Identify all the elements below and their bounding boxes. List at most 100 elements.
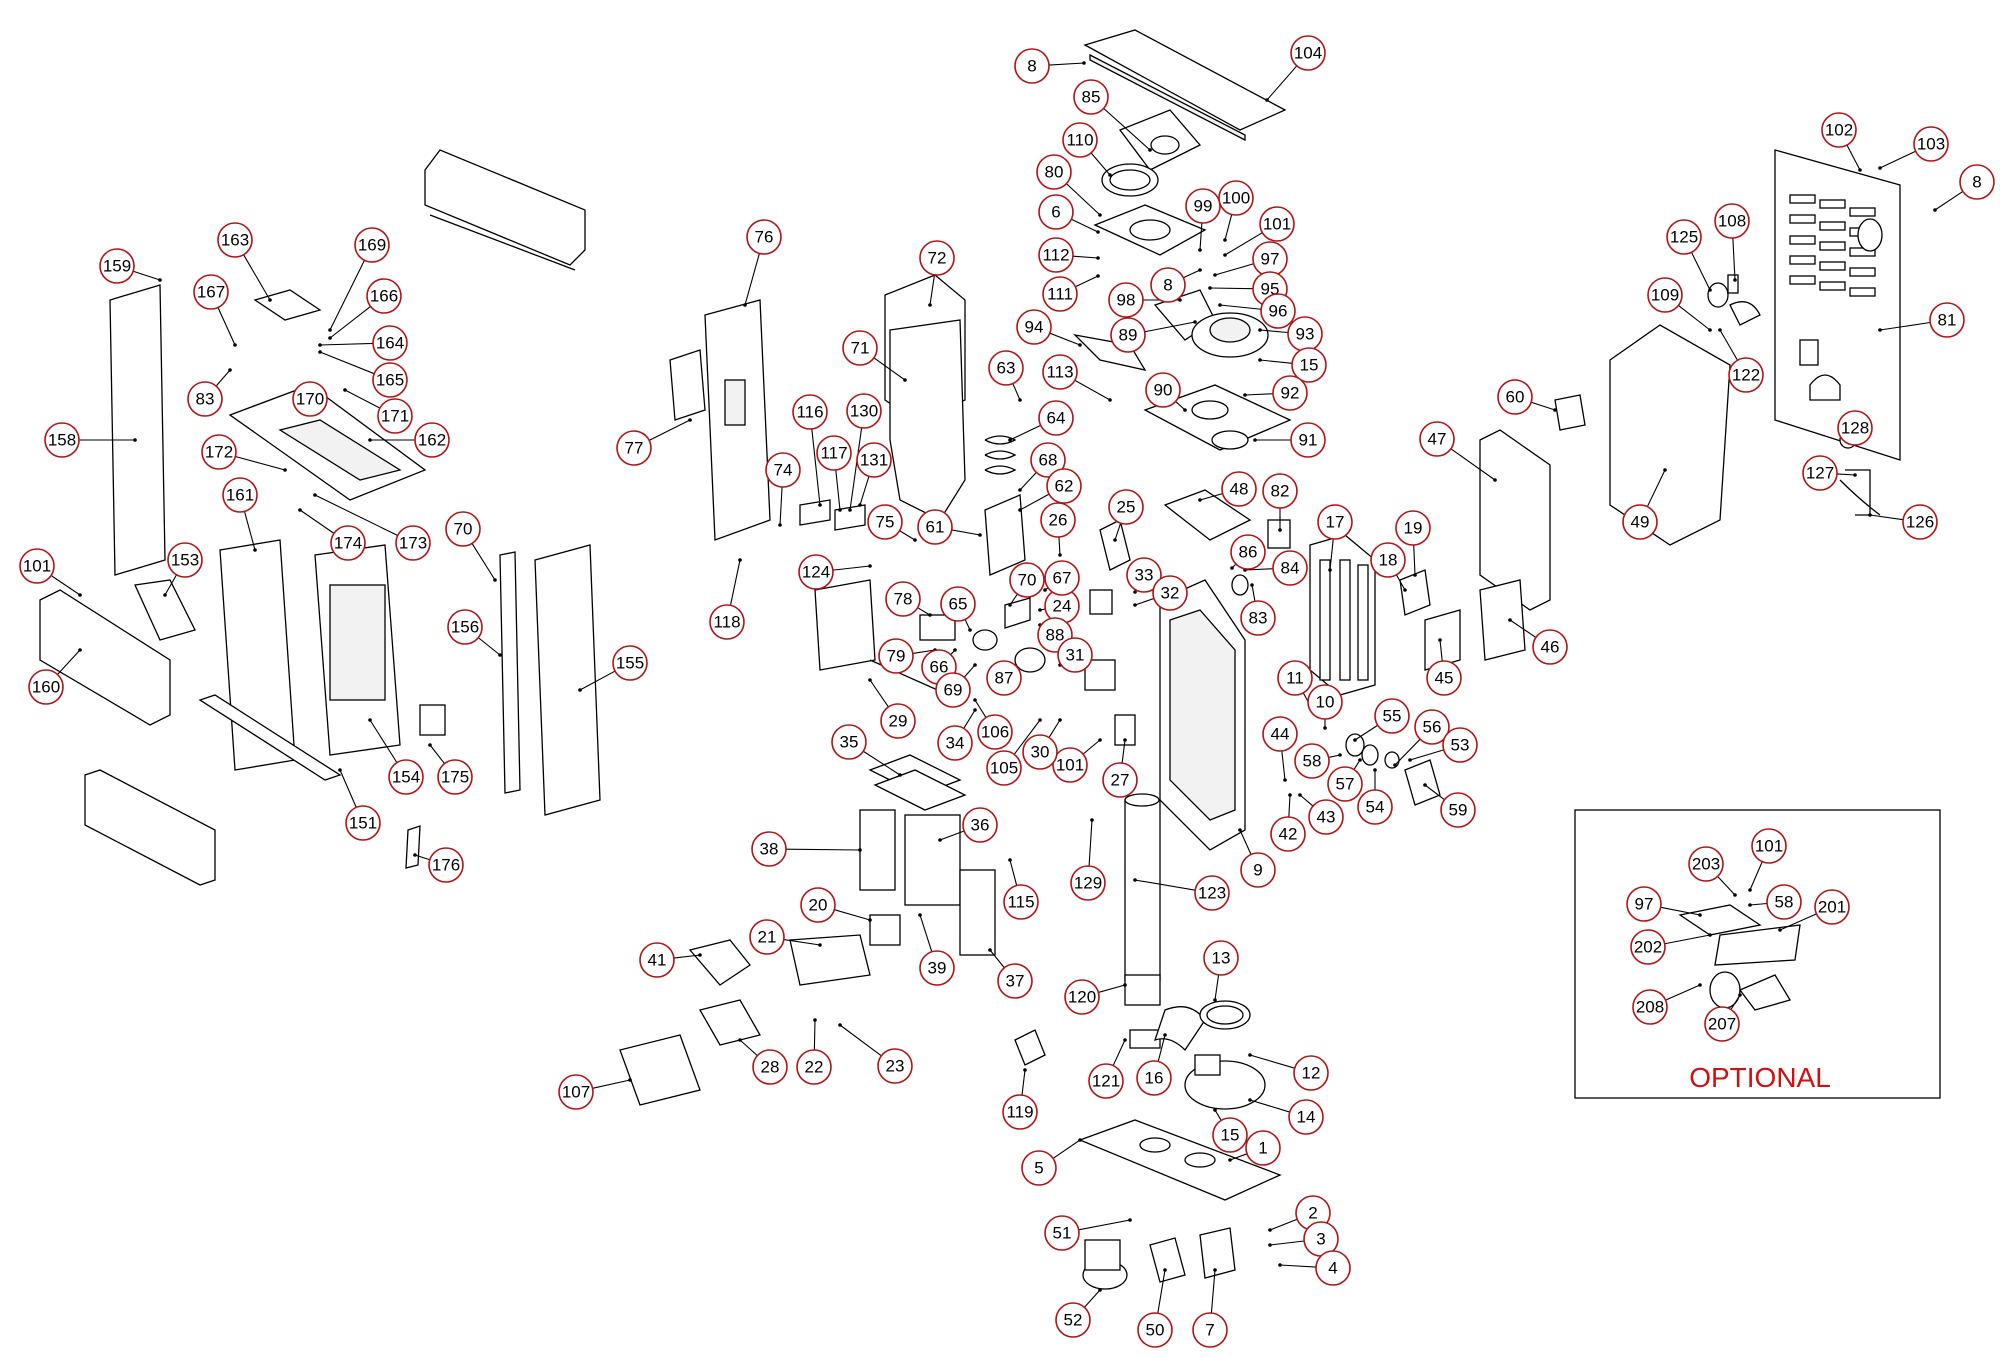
leader-line-53 (1409, 749, 1444, 761)
callout-circle (1440, 792, 1476, 828)
leader-dot-99 (1198, 248, 1202, 252)
callout-number: 55 (1383, 707, 1402, 726)
callout-circle (428, 847, 464, 883)
callout-number: 15 (1300, 356, 1319, 375)
leader-line-105 (1013, 719, 1041, 755)
leader-dot-52 (1098, 1288, 1102, 1292)
callout-circle (1057, 637, 1093, 673)
callout-number: 9 (1253, 861, 1262, 880)
callout-69: 69 (935, 672, 971, 708)
leader-line-119 (1021, 1069, 1026, 1096)
leader-line-38 (785, 848, 861, 851)
leader-line-41 (673, 954, 701, 959)
callout-circle (1003, 884, 1039, 920)
leader-dot-122 (1718, 328, 1722, 332)
leader-dot-57 (1358, 758, 1362, 762)
callout-number: 126 (1906, 513, 1934, 532)
leader-dot-56 (1393, 763, 1397, 767)
callout-circle (1374, 698, 1410, 734)
leader-dot-95 (1208, 286, 1212, 290)
callout-86: 86 (1230, 534, 1266, 570)
callout-circle (997, 963, 1033, 999)
callout-circle (1002, 1094, 1038, 1130)
callout-circle (1802, 455, 1838, 491)
leader-dot-15 (1258, 358, 1262, 362)
callout-circle (366, 278, 402, 314)
leader-line-176 (414, 854, 430, 861)
leader-line-68 (1019, 472, 1037, 491)
callout-number: 151 (349, 814, 377, 833)
leader-dot-39 (918, 913, 922, 917)
leader-dot-103 (1878, 166, 1882, 170)
callout-24: 24 (1044, 588, 1080, 624)
callout-number: 10 (1316, 693, 1335, 712)
callout-circle (1212, 1117, 1248, 1153)
callout-10: 10 (1307, 684, 1343, 720)
callout-58: 58 (1294, 743, 1330, 779)
leader-line-84 (1244, 568, 1274, 571)
leader-line-94 (1049, 332, 1081, 346)
leader-line-12 (1249, 1054, 1295, 1069)
leader-line-118 (729, 559, 741, 606)
callout-173: 173 (395, 525, 431, 561)
leader-line-97 (1660, 906, 1701, 916)
callout-number: 62 (1055, 477, 1074, 496)
leader-line-93 (1259, 329, 1289, 334)
callout-number: 100 (1222, 189, 1250, 208)
callout-23: 23 (877, 1048, 913, 1084)
callout-129: 129 (1070, 865, 1106, 901)
leader-line-161 (243, 511, 256, 551)
callout-number: 81 (1938, 311, 1957, 330)
leader-dot-175 (428, 743, 432, 747)
callout-circle (856, 442, 892, 478)
callout-30: 30 (1022, 734, 1058, 770)
callout-111: 111 (1042, 276, 1078, 312)
callout-25: 25 (1108, 489, 1144, 525)
leader-dot-15 (1213, 1108, 1217, 1112)
callout-circle (1751, 828, 1787, 864)
leader-line-96 (1219, 304, 1262, 310)
callout-number: 1 (1258, 1139, 1267, 1158)
callout-154: 154 (388, 759, 424, 795)
callout-71: 71 (842, 330, 878, 366)
leader-line-167 (217, 307, 236, 346)
callout-6: 6 (1038, 194, 1074, 230)
leader-dot-158 (133, 438, 137, 442)
callout-number: 174 (334, 534, 362, 553)
callout-number: 130 (850, 402, 878, 421)
callout-49: 49 (1622, 504, 1658, 540)
callout-number: 172 (205, 443, 233, 462)
callout-circle (867, 504, 903, 540)
callout-circle (1192, 1312, 1228, 1348)
callout-number: 65 (949, 595, 968, 614)
leader-dot-120 (1123, 983, 1127, 987)
leader-dot-104 (1265, 98, 1269, 102)
leader-dot-82 (1278, 528, 1282, 532)
leader-dot-26 (1058, 553, 1062, 557)
optional-label: OPTIONAL (1689, 1062, 1831, 1093)
callout-circle (1315, 1250, 1351, 1286)
callout-circle (1044, 560, 1080, 596)
callout-number: 4 (1328, 1259, 1337, 1278)
leader-dot-32 (1133, 603, 1137, 607)
leader-line-46 (1509, 619, 1537, 638)
leader-line-109 (1678, 305, 1711, 331)
leader-dot-70 (493, 578, 497, 582)
callout-121: 121 (1088, 1063, 1124, 1099)
leader-dot-110 (1108, 173, 1112, 177)
callout-circle (1240, 852, 1276, 888)
callout-130: 130 (846, 393, 882, 429)
callout-number: 47 (1428, 430, 1447, 449)
callout-circle (1070, 865, 1106, 901)
callout-125: 125 (1666, 219, 1702, 255)
leader-line-100 (1224, 214, 1233, 241)
leader-line-30 (1048, 719, 1061, 738)
leader-line-80 (1066, 183, 1101, 216)
callout-circle (792, 394, 828, 430)
callout-112: 112 (1038, 237, 1074, 273)
callout-number: 61 (926, 518, 945, 537)
callout-number: 78 (894, 590, 913, 609)
leader-dot-116 (818, 503, 822, 507)
leader-dot-5 (1078, 1138, 1082, 1142)
leader-dot-17 (1328, 568, 1332, 572)
